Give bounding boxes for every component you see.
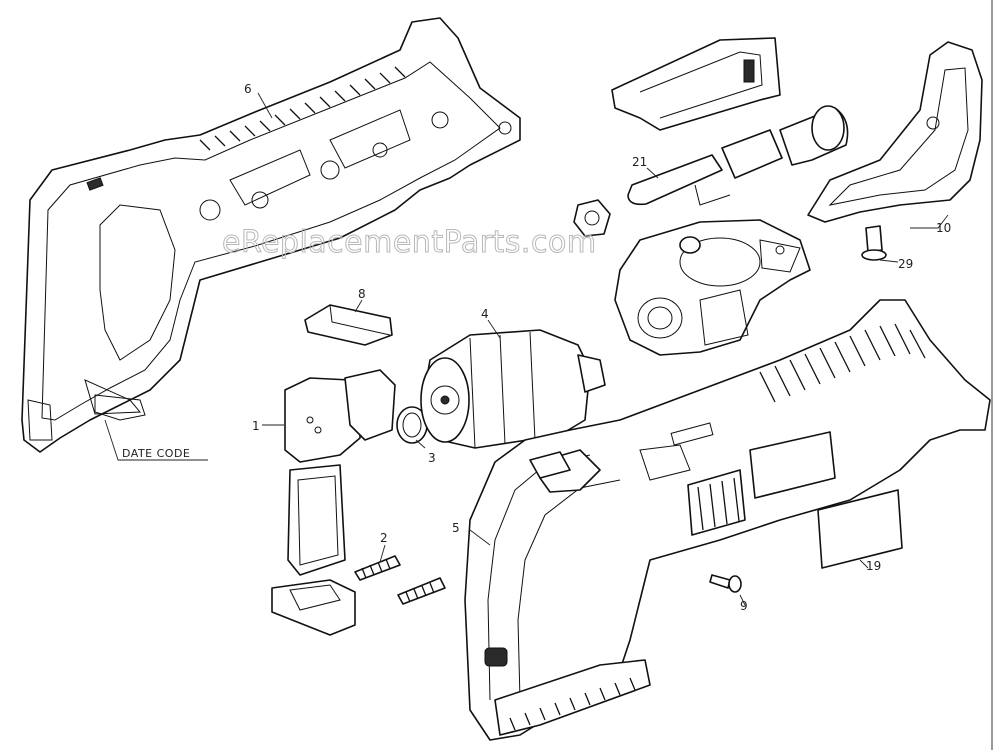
callout-5: 5 xyxy=(452,521,460,535)
plunger-assembly[interactable] xyxy=(611,37,849,206)
leader-lines xyxy=(104,92,949,606)
callout-4: 4 xyxy=(481,307,489,321)
housing-left-half[interactable] xyxy=(21,17,521,453)
gear-case-part[interactable] xyxy=(614,219,811,356)
callout-19: 19 xyxy=(866,559,881,573)
screw-29-part[interactable] xyxy=(861,225,887,261)
screw-9-part[interactable] xyxy=(709,574,742,593)
battery-release-icon xyxy=(484,647,508,667)
springs-part[interactable] xyxy=(354,555,446,605)
callout-10: 10 xyxy=(936,221,951,235)
switch-part[interactable] xyxy=(271,369,396,636)
callout-date-code: DATE CODE xyxy=(122,447,190,460)
pad-8-part[interactable] xyxy=(304,304,393,346)
watermark-text: eReplacementParts.com xyxy=(222,225,597,260)
square-nut-part[interactable] xyxy=(573,199,611,237)
callout-21: 21 xyxy=(632,155,647,169)
label-19-part[interactable] xyxy=(817,489,903,569)
callout-2: 2 xyxy=(380,531,388,545)
callout-9: 9 xyxy=(740,599,748,613)
callout-6: 6 xyxy=(244,82,252,96)
callout-3: 3 xyxy=(428,451,436,465)
callout-29: 29 xyxy=(898,257,913,271)
motor-part[interactable] xyxy=(420,329,606,449)
housing-right-half[interactable] xyxy=(464,299,991,741)
blade-shoe-part[interactable] xyxy=(807,41,983,223)
callout-8: 8 xyxy=(358,287,366,301)
callout-1: 1 xyxy=(252,419,260,433)
